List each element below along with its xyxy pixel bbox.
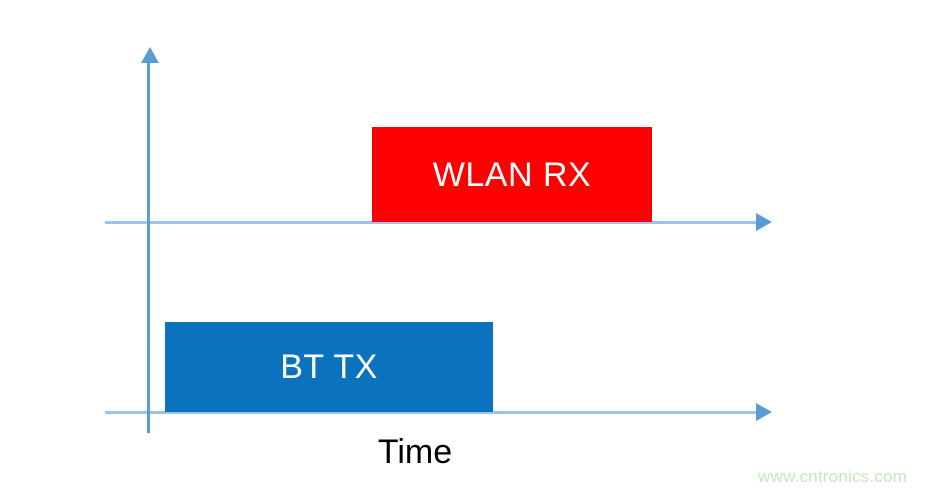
wlan-time-axis-line <box>105 221 765 224</box>
arrow-right-icon-bt-axis <box>756 403 772 421</box>
activity-block-bt-tx-label: BT TX <box>280 348 378 386</box>
bt-time-axis-line <box>105 411 765 414</box>
arrow-right-icon-wlan-axis <box>756 213 772 231</box>
arrow-up-icon-vertical-axis <box>141 47 159 63</box>
activity-block-wlan-rx: WLAN RX <box>372 127 652 222</box>
time-axis-label: Time <box>377 433 453 471</box>
vertical-axis-line <box>147 62 150 433</box>
activity-block-wlan-rx-label: WLAN RX <box>432 155 592 194</box>
activity-block-bt-tx: BT TX <box>165 322 493 412</box>
watermark-text: www.cntronics.com <box>758 466 907 486</box>
